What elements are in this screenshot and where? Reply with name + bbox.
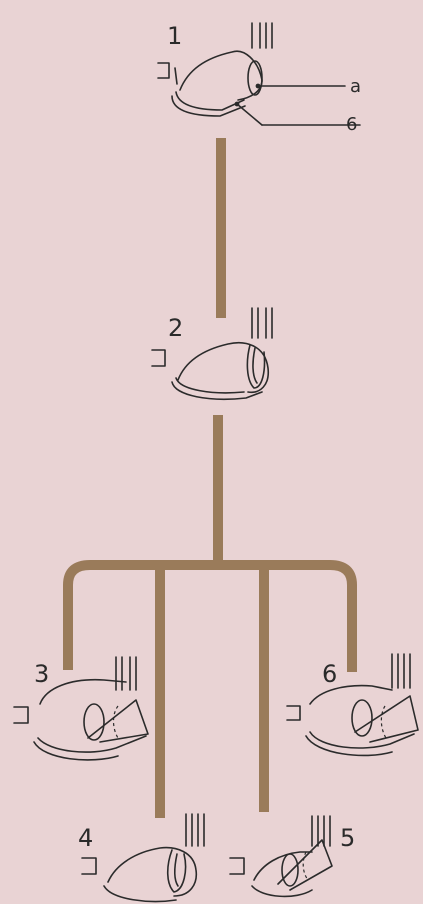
stage-1-label: 1 xyxy=(167,22,182,50)
connector-tree xyxy=(68,138,352,818)
stage-6-label: 6 xyxy=(322,660,337,688)
annotation-a: a xyxy=(350,76,361,97)
stage-3-label: 3 xyxy=(34,660,49,688)
stage-5-illustration xyxy=(230,816,332,896)
connector-branch-bar xyxy=(68,565,352,672)
stage-4-illustration xyxy=(82,814,204,901)
annotation-b: 6 xyxy=(346,114,357,135)
stage-2-label: 2 xyxy=(168,314,183,342)
stage-4-label: 4 xyxy=(78,824,93,852)
stage-5-label: 5 xyxy=(340,824,355,852)
stage-1-illustration xyxy=(158,23,360,125)
